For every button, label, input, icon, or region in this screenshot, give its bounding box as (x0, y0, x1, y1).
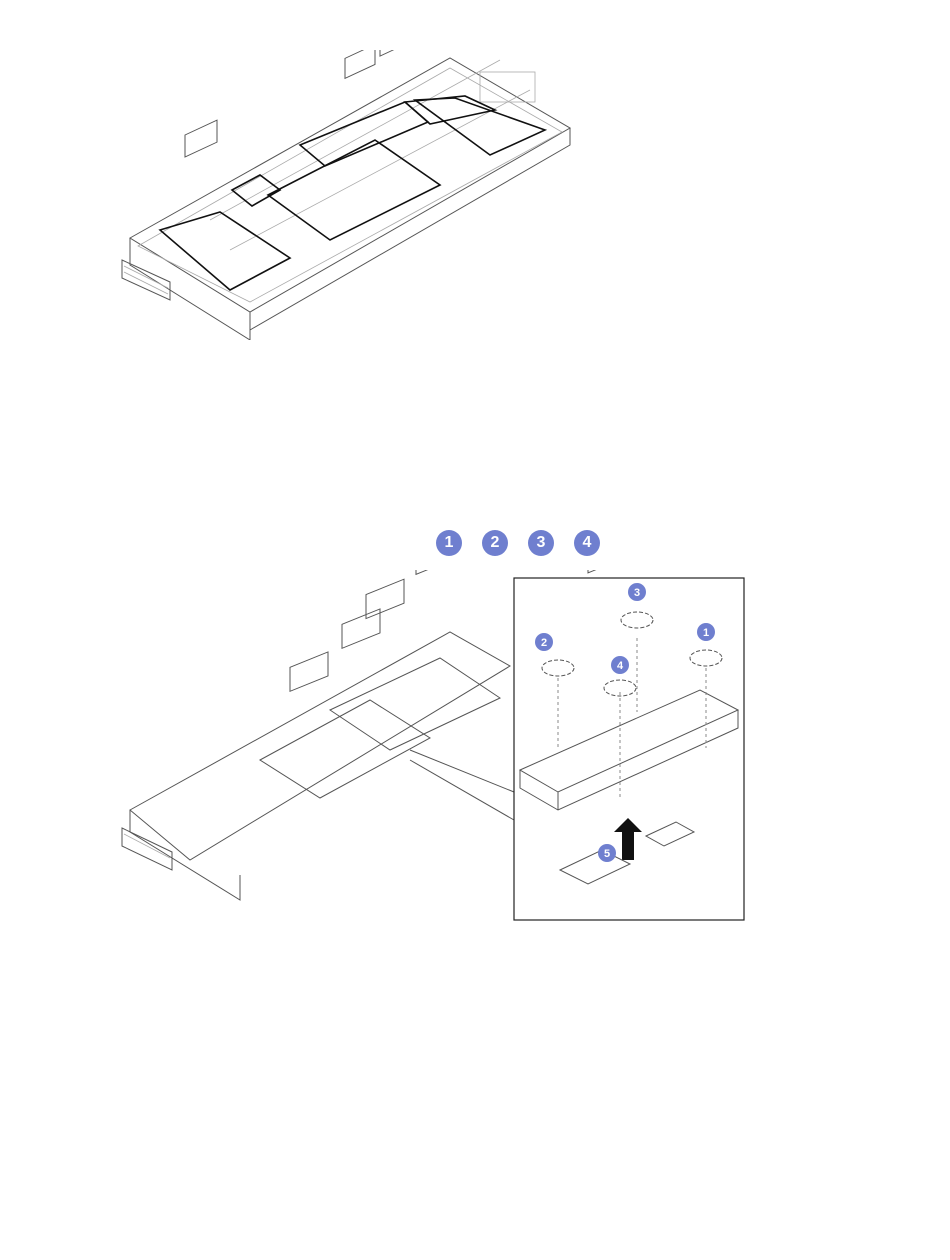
chip-outline (345, 50, 375, 78)
tray-rail (230, 90, 530, 250)
callout-3: 3 (628, 583, 646, 601)
chip-outline (380, 50, 410, 56)
removal-steps-drawing: 1 2 3 4 5 (110, 570, 760, 935)
leader-line (410, 750, 514, 792)
tray-handle (122, 828, 172, 870)
highlight-region-rear-plate (300, 102, 428, 166)
step-badge-1: 1 (436, 530, 462, 556)
cold-plate-assembly (260, 700, 430, 798)
callout-4: 4 (611, 656, 629, 674)
tray-side-wall (250, 128, 570, 330)
tray-handle-grill (124, 266, 168, 288)
step-badge-3: 3 (528, 530, 554, 556)
callout-1-label: 1 (703, 627, 709, 639)
removal-steps-illustration: 1 2 3 4 5 (110, 570, 760, 935)
tray-outline (130, 58, 570, 312)
step-badge-row: 1 2 3 4 (436, 530, 600, 556)
callout-3-label: 3 (634, 587, 640, 599)
tray-overview-drawing (110, 50, 580, 340)
callout-5: 5 (598, 844, 616, 862)
leader-line (410, 760, 514, 820)
highlight-region-small (232, 175, 280, 206)
highlight-region-cold-plate (268, 140, 440, 240)
chip-outline (290, 652, 328, 691)
callout-2: 2 (535, 633, 553, 651)
highlight-region-front (160, 212, 290, 290)
tray-rail (210, 60, 500, 220)
callout-1: 1 (697, 623, 715, 641)
chip-outline (185, 120, 217, 157)
tray-io-bracket (480, 72, 535, 102)
tray-handle (122, 260, 170, 300)
cold-plate-assembly-rear (330, 658, 500, 750)
callout-2-label: 2 (541, 637, 547, 649)
inset-chip (588, 570, 646, 573)
tray-overview-illustration (110, 50, 580, 340)
chip-outline (416, 570, 454, 574)
step-badge-4: 4 (574, 530, 600, 556)
callout-5-label: 5 (604, 848, 610, 860)
callout-4-label: 4 (617, 660, 624, 672)
tray-inner-edge (138, 68, 562, 302)
highlight-region-io (415, 98, 545, 155)
step-badge-2: 2 (482, 530, 508, 556)
